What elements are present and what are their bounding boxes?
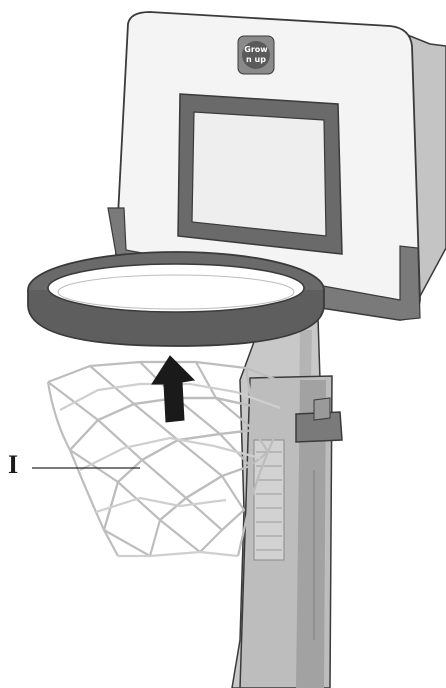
brand-logo: Grow n up — [237, 35, 275, 75]
net — [46, 360, 290, 558]
hoop-rim — [27, 251, 325, 347]
callout-label: I — [8, 450, 19, 479]
pole — [231, 317, 343, 688]
up-arrow-icon — [151, 355, 196, 423]
logo-line-1: Grow — [244, 45, 268, 54]
backboard — [107, 11, 446, 321]
logo-line-2: n up — [246, 55, 266, 64]
